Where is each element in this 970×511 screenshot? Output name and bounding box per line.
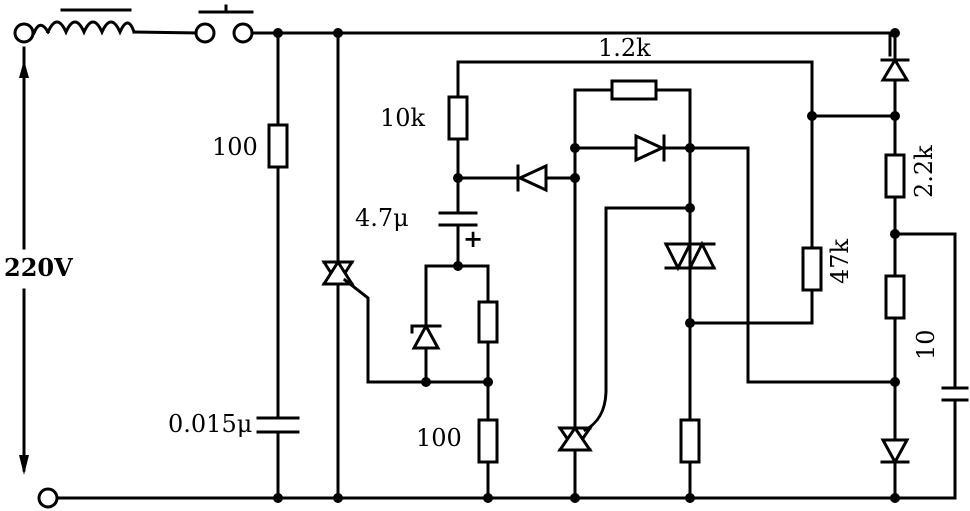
aux-triac xyxy=(663,228,814,500)
resistor-47k-label: 47k xyxy=(826,238,854,284)
resistor-10-label: 10 xyxy=(912,329,940,360)
supply-voltage-label: 220V xyxy=(4,253,73,282)
resistor-100-top-label: 100 xyxy=(212,133,258,161)
diode-left xyxy=(506,163,577,193)
switch xyxy=(194,4,254,44)
junction-dots xyxy=(273,28,900,503)
resistor-10k-label: 10k xyxy=(380,104,426,132)
right-column xyxy=(880,31,969,500)
timing-branch xyxy=(424,60,814,500)
resistor-22k-label: 2.2k xyxy=(910,145,938,198)
diac xyxy=(557,206,692,453)
resistor-12k-label: 1.2k xyxy=(598,34,651,62)
main-triac xyxy=(321,31,428,500)
supply-voltage-arrow xyxy=(19,46,29,475)
top-rail xyxy=(32,20,892,57)
capacitor-47u-label: 4.7μ xyxy=(355,204,409,232)
capacitor-polarity-label: + xyxy=(463,224,483,253)
capacitor-0015u-label: 0.015μ xyxy=(168,410,252,438)
diac-branch xyxy=(573,79,897,500)
zener-diode xyxy=(410,322,442,350)
terminal-top-left xyxy=(13,22,35,44)
snubber-branch xyxy=(256,31,300,500)
diode-right xyxy=(634,133,666,163)
terminal-bottom-left xyxy=(37,487,59,509)
resistor-47k xyxy=(801,60,897,325)
resistor-100-bottom-label: 100 xyxy=(416,424,462,452)
